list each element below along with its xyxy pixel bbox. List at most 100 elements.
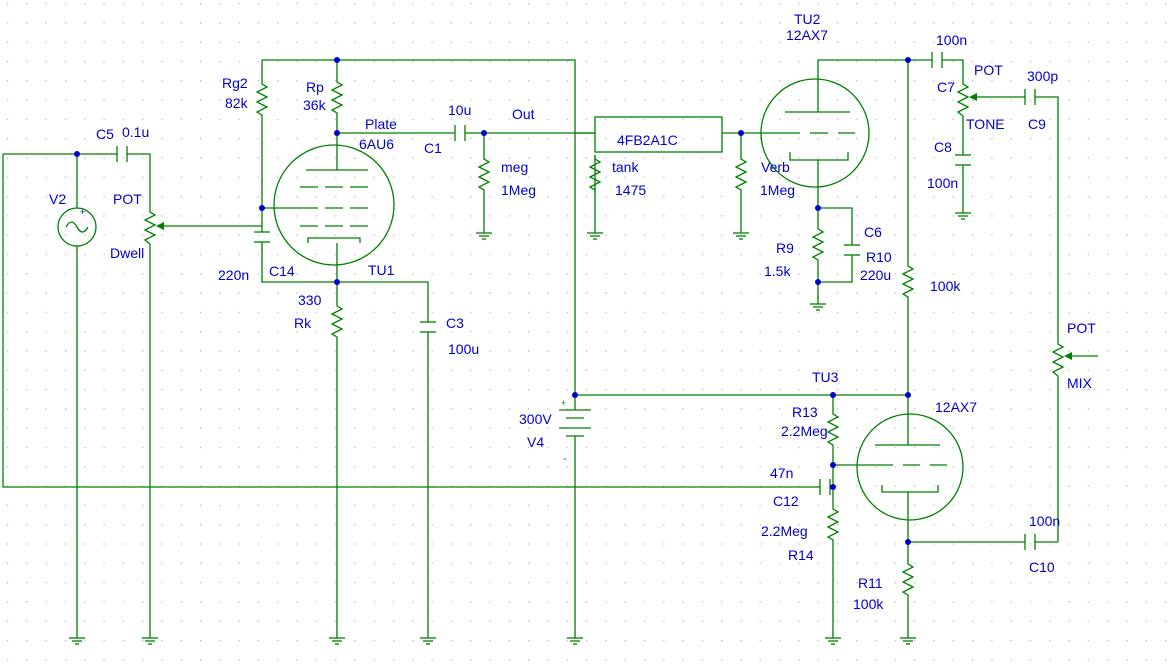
r-plate2-value: 100k: [930, 278, 961, 294]
r14-value: 2.2Meg: [761, 523, 808, 539]
tank-resistor: [588, 155, 602, 193]
c1-value: 10u: [448, 102, 471, 118]
potentiometers: [143, 80, 1072, 377]
r11-resistor: [901, 560, 915, 598]
r13-resistor: [826, 410, 840, 448]
v4-value: 300V: [519, 411, 552, 427]
r9-value: 1.5k: [764, 263, 791, 279]
r9-label: R9: [776, 240, 794, 256]
r-plate2-resistor: [901, 262, 915, 300]
tu1-model: 6AU6: [359, 136, 394, 152]
r9-resistor: [811, 225, 825, 265]
rg2-label: Rg2: [222, 75, 248, 91]
c3-capacitor: [420, 321, 436, 333]
wires: [2, 59, 1098, 630]
rk-resistor: [330, 302, 344, 342]
reverb-tank: [575, 116, 723, 153]
pot-dwell-name: Dwell: [110, 245, 144, 261]
tu3-model: 12AX7: [935, 399, 977, 415]
c5-capacitor: [116, 146, 128, 162]
rp-label: Rp: [306, 79, 324, 95]
tu3-label: TU3: [812, 369, 839, 385]
r13-value: 2.2Meg: [781, 423, 828, 439]
tu1-pentode: [273, 144, 395, 266]
c5-value: 0.1u: [122, 124, 149, 140]
c12-label: C12: [773, 493, 799, 509]
rk-value: 330: [298, 292, 322, 308]
v4-plus-sign: +: [561, 398, 566, 408]
c3-value: 100u: [448, 341, 479, 357]
plate-label: Plate: [365, 116, 397, 132]
tank-value: 1475: [615, 182, 646, 198]
pot-mix-name: MIX: [1067, 375, 1093, 391]
r11-label: R11: [858, 575, 883, 591]
c10-label: C10: [1029, 559, 1055, 575]
mix-pot: [1051, 340, 1072, 377]
c1-label: C1: [424, 140, 442, 156]
c14-capacitor: [254, 231, 270, 243]
v2-label: V2: [49, 191, 66, 207]
c3-label: C3: [446, 315, 464, 331]
tone-pot: [956, 80, 977, 117]
c9-label: C9: [1028, 116, 1046, 132]
meg-label: meg: [501, 159, 528, 175]
rk-label: Rk: [294, 315, 312, 331]
dwell-pot: [143, 208, 164, 245]
tank-model: 4FB2A1C: [617, 132, 678, 148]
c14-label: C14: [269, 263, 295, 279]
tank-label: tank: [612, 159, 639, 175]
verb-value: 1Meg: [760, 182, 795, 198]
tu2-label: TU2: [794, 11, 821, 27]
c9-value: 300p: [1027, 68, 1058, 84]
capacitors: [116, 52, 1036, 550]
tu2-model: 12AX7: [786, 27, 828, 43]
c14-value: 220n: [218, 267, 249, 283]
v4-label: V4: [527, 434, 544, 450]
meg-value: 1Meg: [501, 182, 536, 198]
v2-ac-source: +: [57, 207, 97, 247]
c9-capacitor: [1024, 89, 1036, 105]
r10-label: R10: [866, 249, 892, 265]
c6-capacitor: [844, 244, 860, 256]
c1-capacitor: [454, 125, 466, 141]
resistors: [255, 78, 915, 598]
pot-mix-type: POT: [1067, 320, 1096, 336]
c12-value: 47n: [770, 465, 793, 481]
rp-value: 36k: [303, 97, 327, 113]
rg2-value: 82k: [225, 95, 249, 111]
c7-label: C7: [937, 79, 955, 95]
pot-dwell-type: POT: [113, 191, 142, 207]
pot-tone-name: TONE: [966, 116, 1005, 132]
r10-value: 220u: [860, 267, 891, 283]
c7-value: 100n: [936, 32, 967, 48]
tu3-triode: [856, 413, 964, 521]
c7-capacitor: [931, 52, 943, 68]
rp-resistor: [330, 78, 344, 116]
tu1-label: TU1: [368, 262, 395, 278]
tu2-triode: [760, 78, 870, 190]
meg-resistor: [477, 155, 491, 193]
r14-resistor: [826, 505, 840, 543]
pot-tone-type: POT: [974, 62, 1003, 78]
c5-label: C5: [96, 126, 114, 142]
out-label: Out: [512, 106, 535, 122]
r13-label: R13: [792, 404, 818, 420]
c6-label: C6: [864, 224, 882, 240]
junction-dots: [74, 57, 911, 545]
c10-value: 100n: [1029, 513, 1060, 529]
c8-value: 100n: [927, 175, 958, 191]
v4-battery: + -: [559, 398, 591, 465]
v4-minus-sign: -: [563, 453, 567, 465]
r14-label: R14: [788, 547, 814, 563]
verb-resistor: [734, 155, 748, 193]
v2-plus-sign: +: [80, 207, 85, 217]
r11-value: 100k: [853, 596, 884, 612]
c8-capacitor: [955, 154, 971, 166]
labels: V2 C5 0.1u POT Dwell Rg2 82k Rp 36k Plat…: [49, 11, 1096, 612]
c10-capacitor: [1024, 534, 1036, 550]
c8-label: C8: [934, 139, 952, 155]
rg2-resistor: [255, 80, 269, 118]
verb-label: Verb: [761, 159, 790, 175]
